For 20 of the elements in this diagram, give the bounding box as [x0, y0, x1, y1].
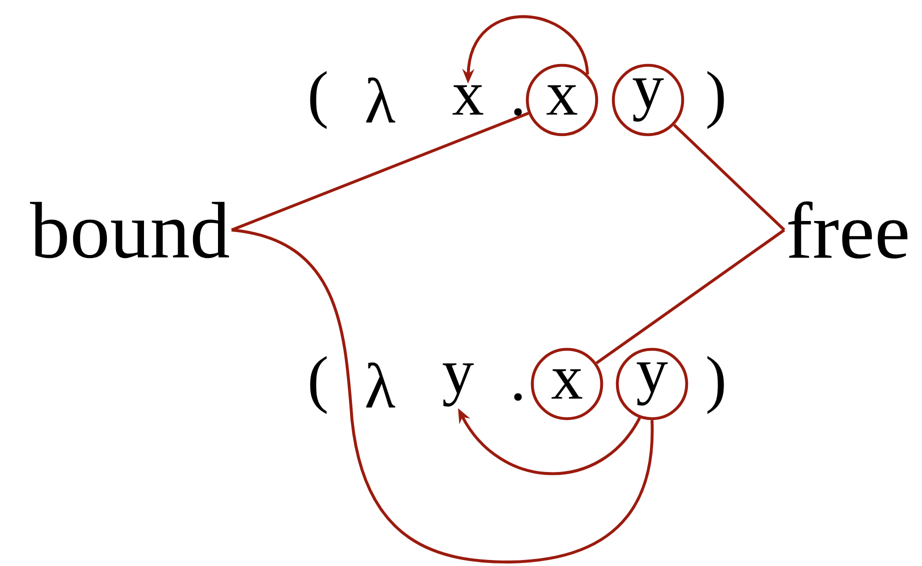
connector-line [596, 228, 786, 364]
circled-variable: x [530, 348, 604, 420]
symbol: ) [707, 356, 724, 414]
symbol: ( [310, 70, 327, 130]
circled-variable: y [616, 348, 688, 420]
symbol: . [514, 108, 522, 116]
circled-variable: y [612, 64, 684, 136]
connector-line [231, 112, 529, 232]
variable: x [452, 85, 484, 115]
word-label: free [788, 201, 908, 259]
connector-line [231, 228, 654, 564]
connector-line [673, 124, 786, 232]
symbol: λ [366, 362, 396, 408]
word-label: bound [30, 202, 230, 258]
symbol: . [514, 393, 522, 401]
variable: y [442, 363, 474, 407]
symbol: ) [707, 70, 724, 130]
circled-variable: x [526, 64, 598, 136]
symbol: λ [366, 77, 396, 123]
symbol: ( [310, 356, 327, 414]
